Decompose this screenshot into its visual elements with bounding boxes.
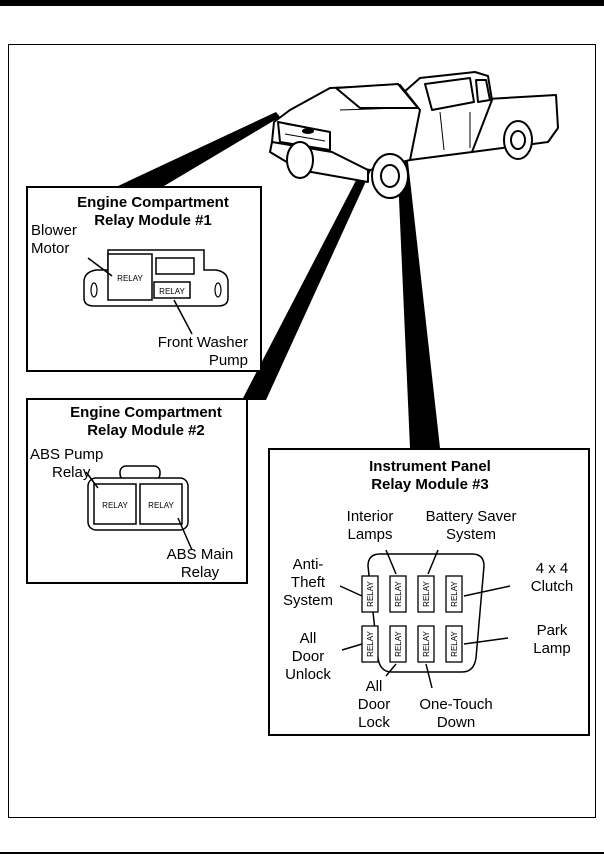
relay-module-3-drawing: RELAY RELAY RELAY RELAY RELAY RELAY RELA… bbox=[339, 549, 511, 689]
relay-clutch-text: RELAY bbox=[450, 581, 459, 607]
pickup-truck bbox=[269, 71, 559, 199]
battery-saver-label: Battery Saver System bbox=[425, 508, 517, 543]
relay-door-lock-text: RELAY bbox=[394, 631, 403, 657]
relay-module-1-box: Engine Compartment Relay Module #1 Blowe… bbox=[26, 186, 262, 372]
callout-wedge-module1 bbox=[118, 112, 280, 186]
relay-interior-text: RELAY bbox=[394, 581, 403, 607]
abs-pump-relay-label: ABS Pump Relay bbox=[30, 446, 104, 481]
relay-door-unlock-text: RELAY bbox=[366, 631, 375, 657]
relay-blower-text: RELAY bbox=[117, 274, 143, 283]
interior-lamps-label: Interior Lamps bbox=[346, 508, 394, 543]
anti-theft-system-label: Anti- Theft System bbox=[282, 556, 333, 609]
relay-onetouch-text: RELAY bbox=[422, 631, 431, 657]
blower-motor-label: Blower Motor bbox=[31, 222, 77, 257]
relay-module-2-box: Engine Compartment Relay Module #2 ABS P… bbox=[26, 398, 248, 584]
all-door-unlock-label: All Door Unlock bbox=[285, 630, 331, 683]
module-2-title: Engine Compartment Relay Module #2 bbox=[70, 404, 222, 439]
relay-module-3-box: Instrument Panel Relay Module #3 Interio… bbox=[268, 448, 590, 736]
relay-washer-text: RELAY bbox=[159, 287, 185, 296]
module-1-title: Engine Compartment Relay Module #1 bbox=[77, 194, 229, 229]
relay-abs-pump-text: RELAY bbox=[102, 501, 128, 510]
callout-wedge-module2 bbox=[242, 165, 372, 400]
callout-wedge-module3 bbox=[395, 108, 440, 448]
abs-main-relay-label: ABS Main Relay bbox=[166, 546, 234, 581]
one-touch-down-label: One-Touch Down bbox=[419, 696, 493, 731]
relay-park-text: RELAY bbox=[450, 631, 459, 657]
all-door-lock-label: All Door Lock bbox=[357, 678, 391, 731]
clutch-4x4-label: 4 x 4 Clutch bbox=[530, 560, 574, 595]
ford-emblem bbox=[302, 128, 314, 134]
relay-abs-main-text: RELAY bbox=[148, 501, 174, 510]
relay-module-1-drawing: RELAY RELAY bbox=[83, 249, 229, 335]
front-washer-pump-label: Front Washer Pump bbox=[157, 334, 248, 369]
relay-battery-text: RELAY bbox=[422, 581, 431, 607]
module-3-title: Instrument Panel Relay Module #3 bbox=[369, 458, 491, 493]
relay-antitheft-text: RELAY bbox=[366, 581, 375, 607]
top-bar bbox=[0, 0, 604, 6]
bottom-rule bbox=[0, 852, 604, 854]
park-lamp-label: Park Lamp bbox=[533, 622, 571, 657]
relay-module-2-drawing: RELAY RELAY bbox=[85, 465, 193, 551]
figure-frame bbox=[8, 44, 596, 818]
